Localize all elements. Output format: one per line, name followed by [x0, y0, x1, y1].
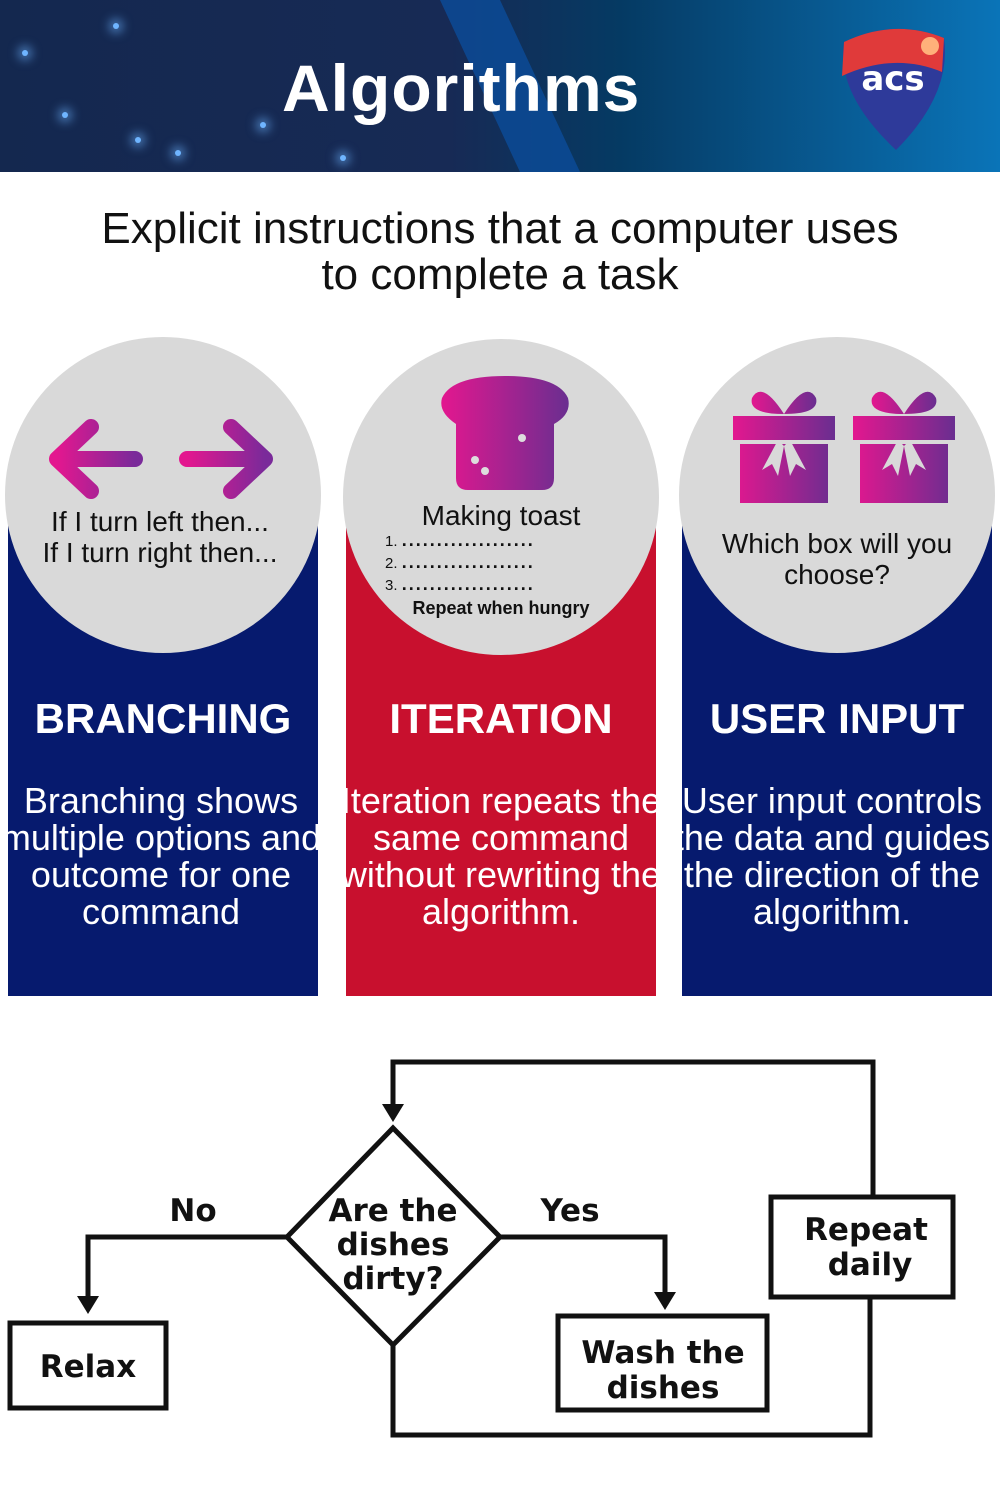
- user-input-description: User input controls the data and guides …: [673, 780, 991, 932]
- circle-line: If I turn left then...: [51, 506, 269, 537]
- iteration-footer: Repeat when hungry: [412, 598, 590, 618]
- left-right-arrows-icon: [49, 419, 273, 499]
- wash-text: dishes: [607, 1370, 720, 1406]
- toast-icon: [441, 376, 569, 490]
- branching-title: BRANCHING: [34, 695, 292, 742]
- loop-bottom-connector: [390, 1297, 873, 1438]
- circuit-dot: [175, 150, 181, 156]
- wash-text: Wash the: [581, 1335, 744, 1371]
- circuit-dot: [62, 112, 68, 118]
- iteration-title: ITERATION: [389, 695, 613, 742]
- wash-box: [555, 1313, 770, 1413]
- subtitle: Explicit instructions that a computer us…: [0, 206, 1000, 298]
- subtitle-line: to complete a task: [321, 250, 679, 299]
- yes-label: Yes: [539, 1193, 599, 1229]
- iteration-circle-title: Making toast: [421, 500, 581, 531]
- arrow-head: [77, 1296, 99, 1314]
- step-dots: ...................: [401, 530, 535, 550]
- repeat-box: [768, 1194, 956, 1300]
- toast-steps-list: 1. ................... 2. ..............…: [385, 530, 615, 596]
- decision-text: dirty?: [342, 1261, 443, 1297]
- banner-wedge: [440, 0, 580, 172]
- circle-line: If I turn right then...: [42, 537, 278, 568]
- header-banner: Algorithms acs: [0, 0, 1000, 172]
- user-input-title: USER INPUT: [709, 695, 965, 742]
- circle-line: Which box will you: [721, 528, 953, 559]
- flowchart: Are the dishes dirty? No Yes Relax Wash …: [7, 1059, 956, 1438]
- step-2: 2. ...................: [385, 552, 535, 572]
- circuit-dot: [135, 137, 141, 143]
- step-1: 1. ...................: [385, 530, 535, 550]
- branching-description: Branching shows multiple options and out…: [0, 780, 322, 932]
- branching-circle: [5, 337, 321, 653]
- page-title: Algorithms: [282, 51, 641, 125]
- user-input-circle-text: Which box will you choose?: [682, 528, 992, 590]
- step-dots: ...................: [401, 574, 535, 594]
- iteration-description: Iteration repeats the same command witho…: [340, 780, 662, 932]
- no-label: No: [169, 1193, 216, 1229]
- svg-text:acs: acs: [861, 59, 924, 99]
- repeat-text: daily: [828, 1247, 913, 1283]
- relax-text: Relax: [40, 1349, 136, 1385]
- decision-text: dishes: [337, 1227, 450, 1263]
- arrow-head: [654, 1292, 676, 1310]
- acs-logo: acs: [842, 28, 945, 151]
- circuit-dot: [113, 23, 119, 29]
- step-dots: ...................: [401, 552, 535, 572]
- step-3: 3. ...................: [385, 574, 535, 594]
- no-connector: [85, 1234, 287, 1302]
- arrow-head: [382, 1104, 404, 1122]
- yes-connector: [500, 1234, 668, 1298]
- repeat-text: Repeat: [804, 1212, 928, 1248]
- circle-line: choose?: [784, 559, 890, 590]
- decision-text: Are the: [328, 1193, 457, 1229]
- circuit-dot: [260, 122, 266, 128]
- circuit-dot: [22, 50, 28, 56]
- branching-circle-text: If I turn left then... If I turn right t…: [10, 506, 310, 568]
- relax-box: [7, 1320, 169, 1411]
- gift-boxes-icon: [733, 391, 955, 503]
- loop-top-connector: [390, 1059, 876, 1195]
- circuit-dot: [340, 155, 346, 161]
- decision-diamond: [283, 1124, 504, 1349]
- subtitle-line: Explicit instructions that a computer us…: [101, 204, 899, 253]
